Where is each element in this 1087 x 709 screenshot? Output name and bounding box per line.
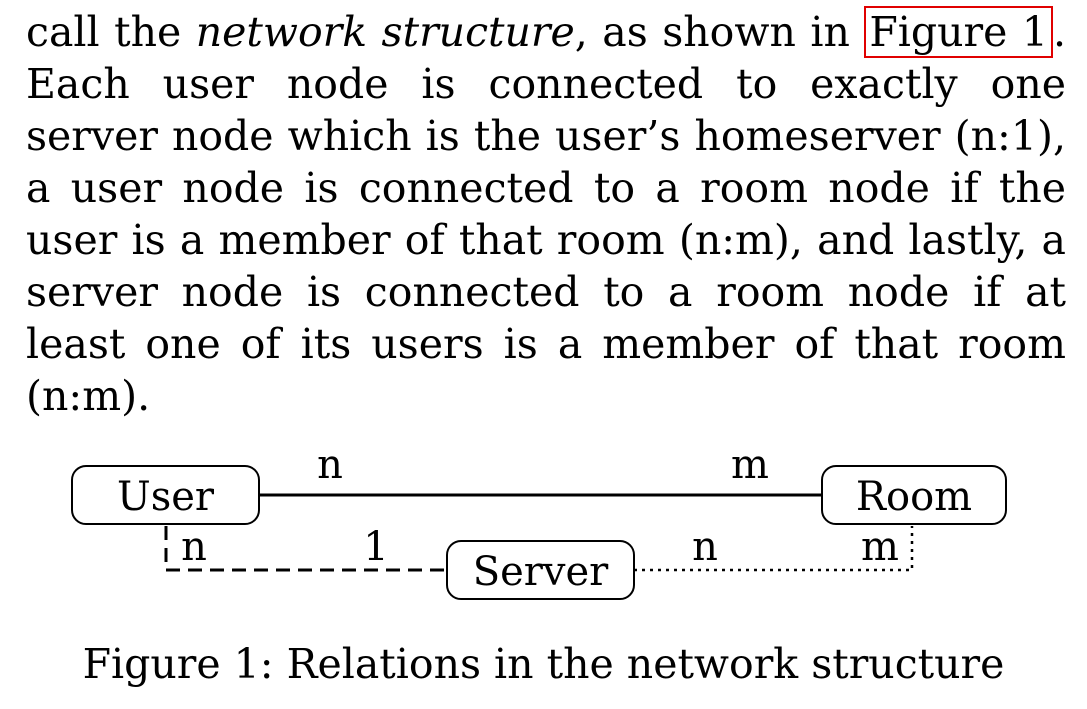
label-user-room-user-end: n (317, 442, 343, 488)
label-user-server-server-end: 1 (363, 524, 388, 570)
network-structure-diagram: User Room Server n m n 1 n m (71, 442, 1007, 600)
user-node-label: User (117, 474, 215, 520)
server-node: Server (446, 540, 635, 600)
edge-user-server (164, 526, 447, 572)
paragraph-text-3: . Each user node is connected to exactly… (26, 8, 1066, 420)
label-user-room-room-end: m (731, 442, 769, 488)
label-server-room-server-end: n (692, 524, 718, 570)
room-node-label: Room (856, 474, 972, 520)
server-node-label: Server (473, 549, 609, 595)
label-server-room-room-end: m (861, 524, 899, 570)
figure-1-reference-link[interactable]: Figure 1 (864, 6, 1053, 58)
room-node: Room (821, 465, 1007, 525)
network-structure-term: network structure (195, 8, 575, 56)
user-node: User (71, 465, 260, 525)
label-user-server-user-end: n (181, 524, 207, 570)
body-paragraph: call the network structure, as shown in … (26, 6, 1066, 422)
paragraph-text-1: call the (26, 8, 196, 56)
paragraph-text-2: , as shown in (574, 8, 865, 56)
figure-caption: Figure 1: Relations in the network struc… (82, 640, 1005, 688)
